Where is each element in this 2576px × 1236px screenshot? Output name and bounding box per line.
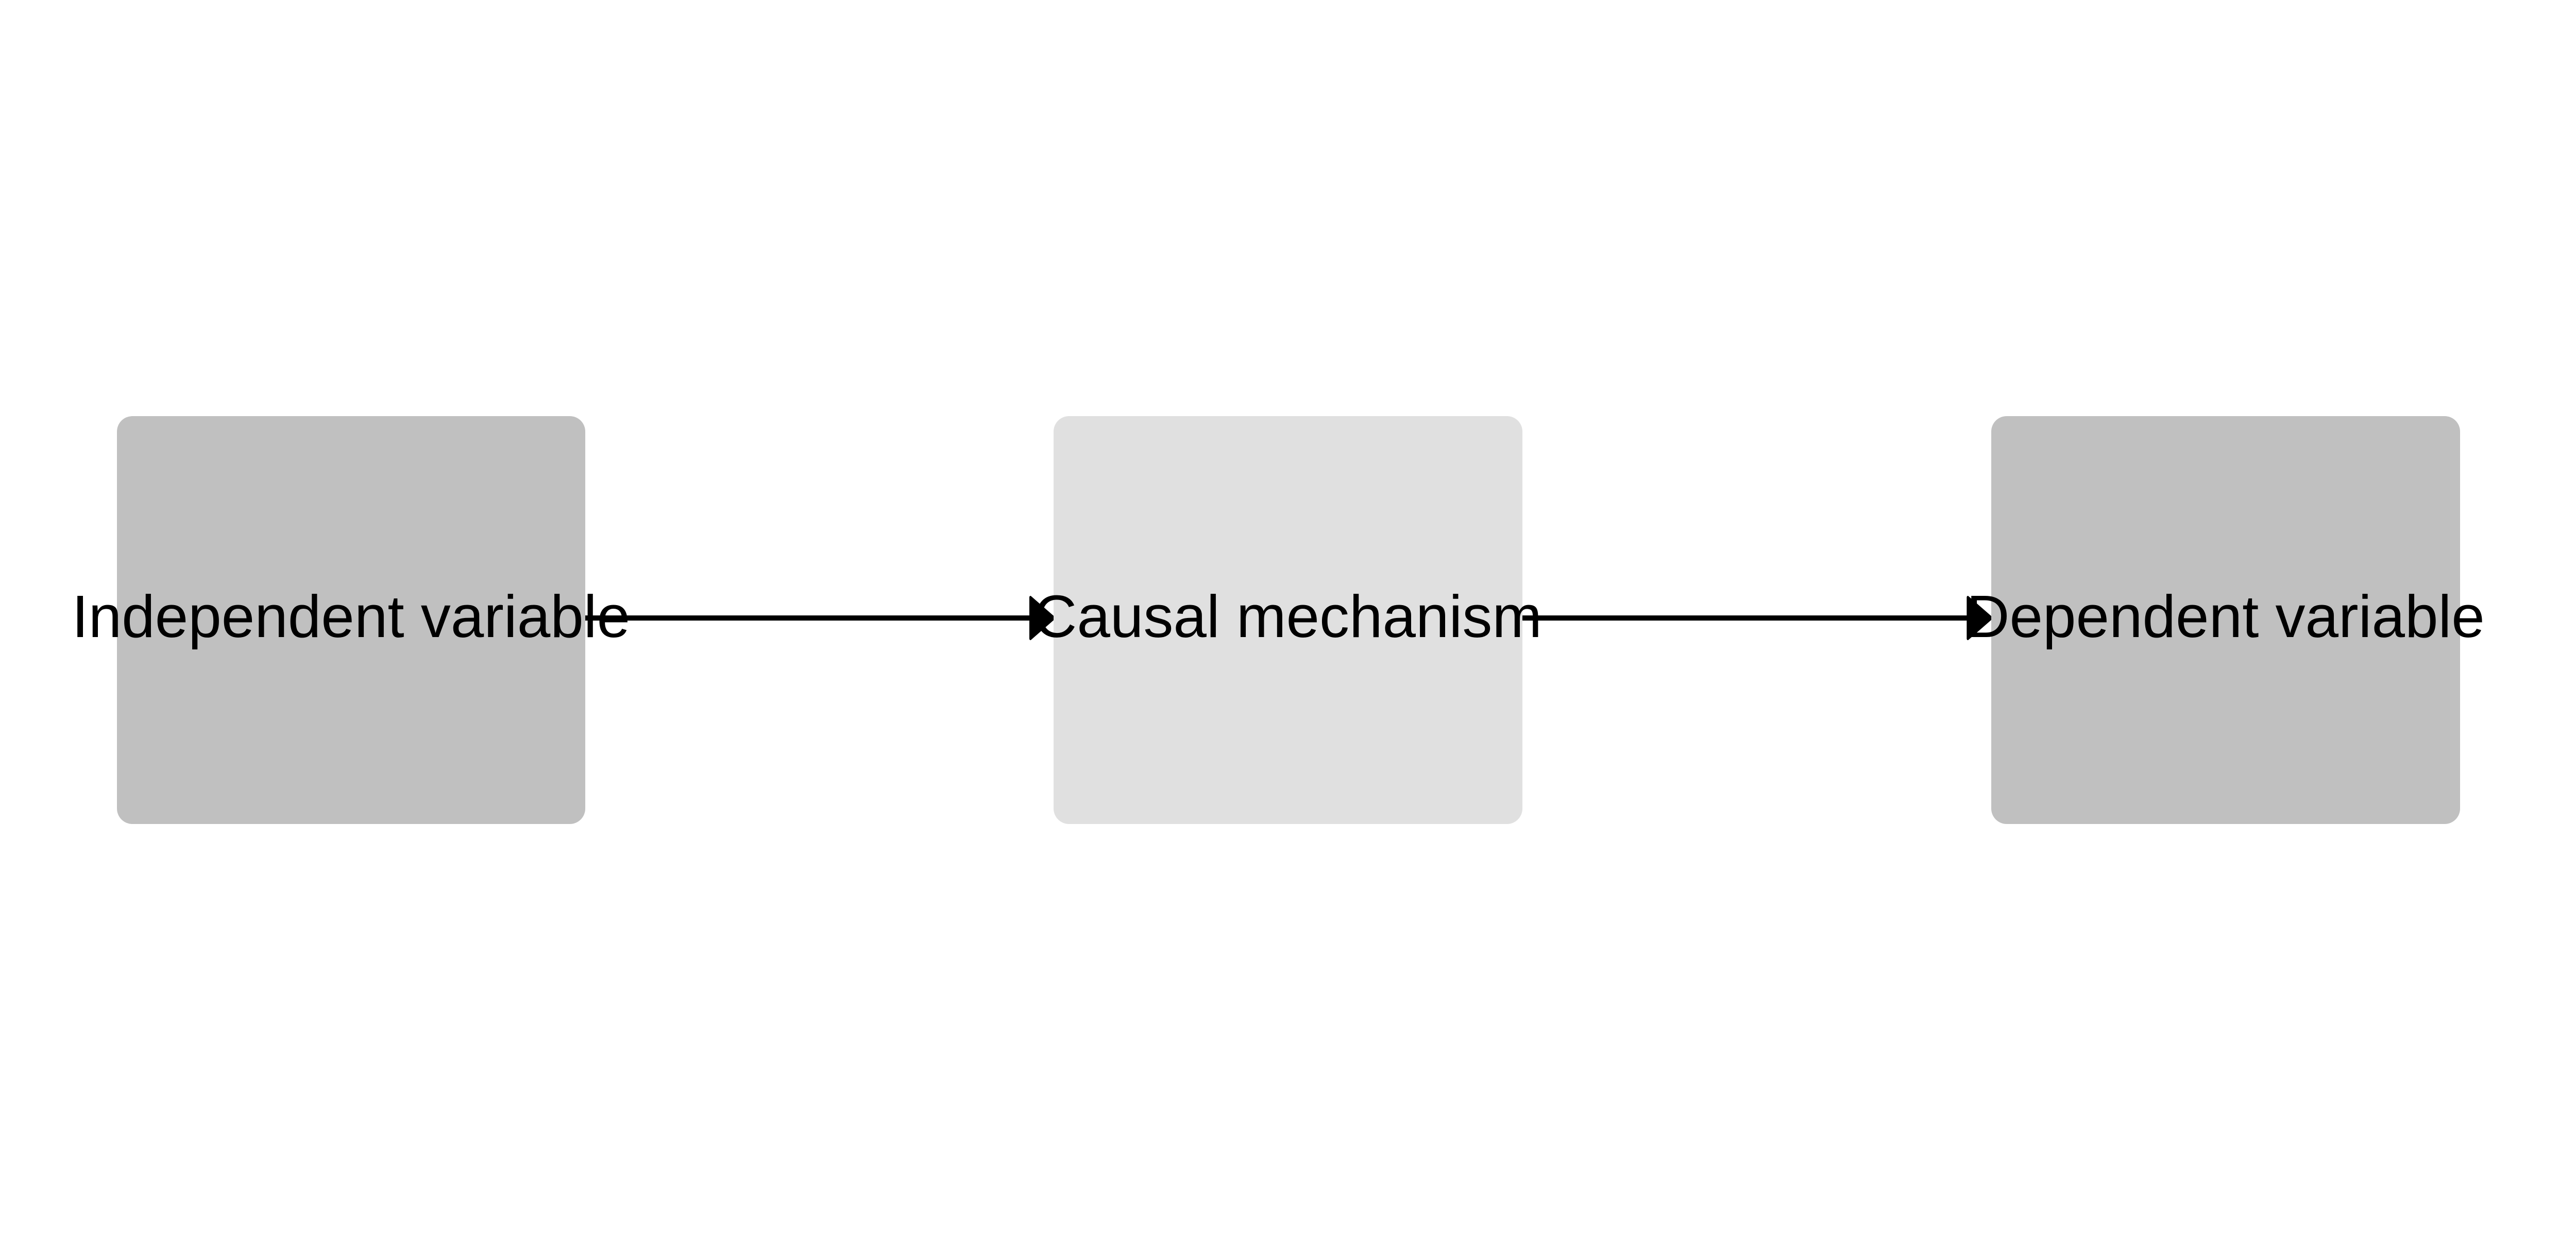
arrowhead-icon (1029, 596, 1055, 640)
edge-mechanism-to-dependent (1521, 596, 1993, 640)
node-causal-mechanism: Causal mechanism (1034, 416, 1542, 824)
node-independent-variable: Independent variable (72, 416, 630, 824)
node-label: Causal mechanism (1033, 583, 1542, 650)
edge-independent-to-mechanism (583, 596, 1055, 640)
node-label: Independent variable (72, 583, 631, 650)
node-label: Dependent variable (1966, 583, 2485, 650)
node-dependent-variable: Dependent variable (1967, 416, 2485, 824)
arrowhead-icon (1967, 596, 1993, 640)
